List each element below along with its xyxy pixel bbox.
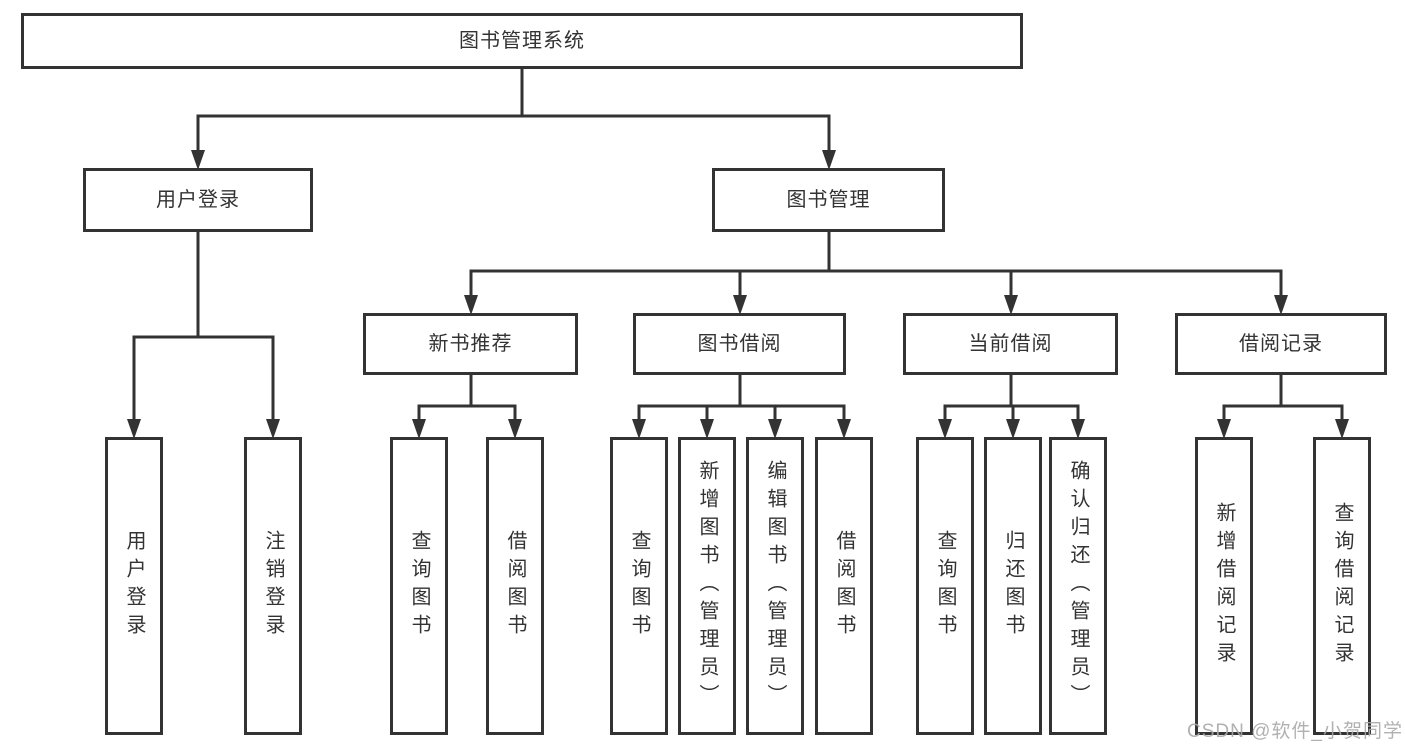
node-library-system: 图书管理系统 [21,13,1023,69]
node-label-library-system: 图书管理系统 [459,30,585,52]
node-nbr-borrow-books: 借阅图书 [486,437,544,735]
node-label-book-management: 图书管理 [786,189,871,211]
node-logout: 注销登录 [244,437,302,735]
node-cb-confirm-return: 确认归还（管理员） [1049,437,1107,735]
node-br-add-record: 新增借阅记录 [1195,437,1253,735]
node-bb-add-books: 新增图书（管理员） [678,437,736,735]
node-label-bb-edit-books: 编辑图书（管理员） [764,460,786,712]
node-cb-query-books: 查询图书 [916,437,974,735]
node-label-nbr-borrow-books: 借阅图书 [504,530,526,642]
node-label-new-book-recommend: 新书推荐 [428,333,513,355]
node-label-cb-return-books: 归还图书 [1002,530,1024,642]
node-br-query-record: 查询借阅记录 [1313,437,1371,735]
node-label-user-login-module: 用户登录 [156,189,240,211]
node-label-bb-borrow-books: 借阅图书 [833,530,855,642]
node-borrow-records: 借阅记录 [1175,313,1387,375]
node-label-current-borrowing: 当前借阅 [968,333,1053,355]
node-user-login: 用户登录 [105,437,163,735]
node-user-login-module: 用户登录 [83,168,313,232]
node-label-bb-add-books: 新增图书（管理员） [696,460,718,712]
node-bb-query-books: 查询图书 [610,437,668,735]
node-label-br-query-record: 查询借阅记录 [1331,502,1353,670]
node-book-borrowing: 图书借阅 [633,313,846,375]
node-label-user-login: 用户登录 [123,530,145,642]
node-label-nbr-query-books: 查询图书 [408,530,430,642]
node-label-bb-query-books: 查询图书 [628,530,650,642]
node-label-cb-query-books: 查询图书 [934,530,956,642]
node-label-book-borrowing: 图书借阅 [697,333,782,355]
node-bb-edit-books: 编辑图书（管理员） [746,437,804,735]
node-label-logout: 注销登录 [262,530,284,642]
node-cb-return-books: 归还图书 [984,437,1042,735]
csdn-watermark: CSDN @软件_小贺同学 [1187,721,1403,742]
node-new-book-recommend: 新书推荐 [363,313,578,375]
node-book-management: 图书管理 [712,168,945,232]
node-bb-borrow-books: 借阅图书 [815,437,873,735]
node-nbr-query-books: 查询图书 [390,437,448,735]
node-label-br-add-record: 新增借阅记录 [1213,502,1235,670]
node-label-cb-confirm-return: 确认归还（管理员） [1067,460,1089,712]
node-label-borrow-records: 借阅记录 [1239,333,1323,355]
node-current-borrowing: 当前借阅 [903,313,1118,375]
